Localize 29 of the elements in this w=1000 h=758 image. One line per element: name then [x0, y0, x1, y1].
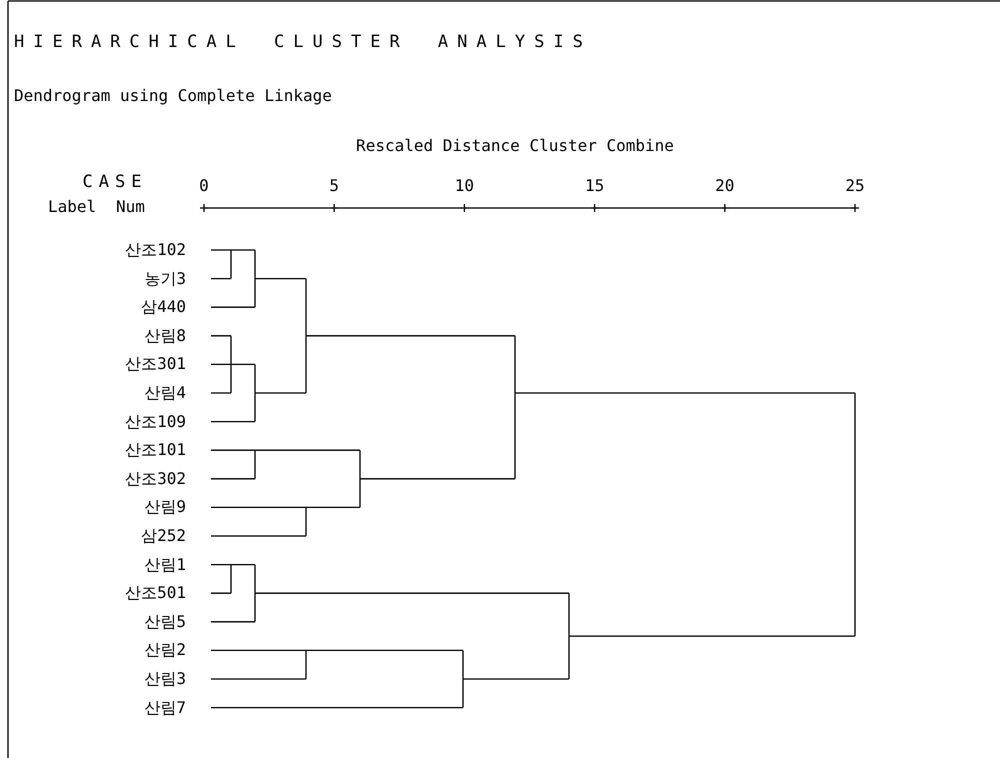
case-label: 삼252 — [141, 526, 186, 546]
case-label: 산림4 — [144, 383, 186, 403]
tick-label: 5 — [329, 176, 339, 196]
case-label: 산림7 — [144, 698, 186, 718]
case-label: 산림9 — [144, 497, 186, 518]
case-label: 농기3 — [144, 268, 186, 289]
tick-label: 15 — [584, 176, 604, 196]
title: HIERARCHICAL CLUSTER ANALYSIS — [14, 32, 592, 52]
case-label: 산조501 — [125, 583, 186, 604]
case-label: 산조101 — [125, 440, 186, 460]
case-label: 삼440 — [141, 297, 186, 318]
case-label: 산조102 — [125, 240, 186, 260]
case-label: 산조302 — [125, 468, 186, 489]
case-label: 산림1 — [144, 554, 186, 575]
column-header: Label — [48, 197, 96, 217]
tick-label: 25 — [845, 176, 865, 196]
tick-label: 10 — [454, 176, 474, 196]
case-label: 산조301 — [125, 354, 186, 374]
column-header: Num — [116, 197, 145, 217]
case-label: 산림8 — [144, 326, 186, 346]
case-label: 산조109 — [125, 412, 186, 432]
axis-title: Rescaled Distance Cluster Combine — [356, 136, 674, 156]
column-header: CASE — [82, 172, 148, 192]
case-label: 산림5 — [144, 612, 186, 632]
tick-label: 20 — [715, 176, 734, 196]
case-label: 산림3 — [144, 669, 186, 689]
subtitle: Dendrogram using Complete Linkage — [14, 86, 332, 106]
case-label: 산림2 — [144, 640, 186, 660]
tick-label: 0 — [199, 176, 209, 196]
